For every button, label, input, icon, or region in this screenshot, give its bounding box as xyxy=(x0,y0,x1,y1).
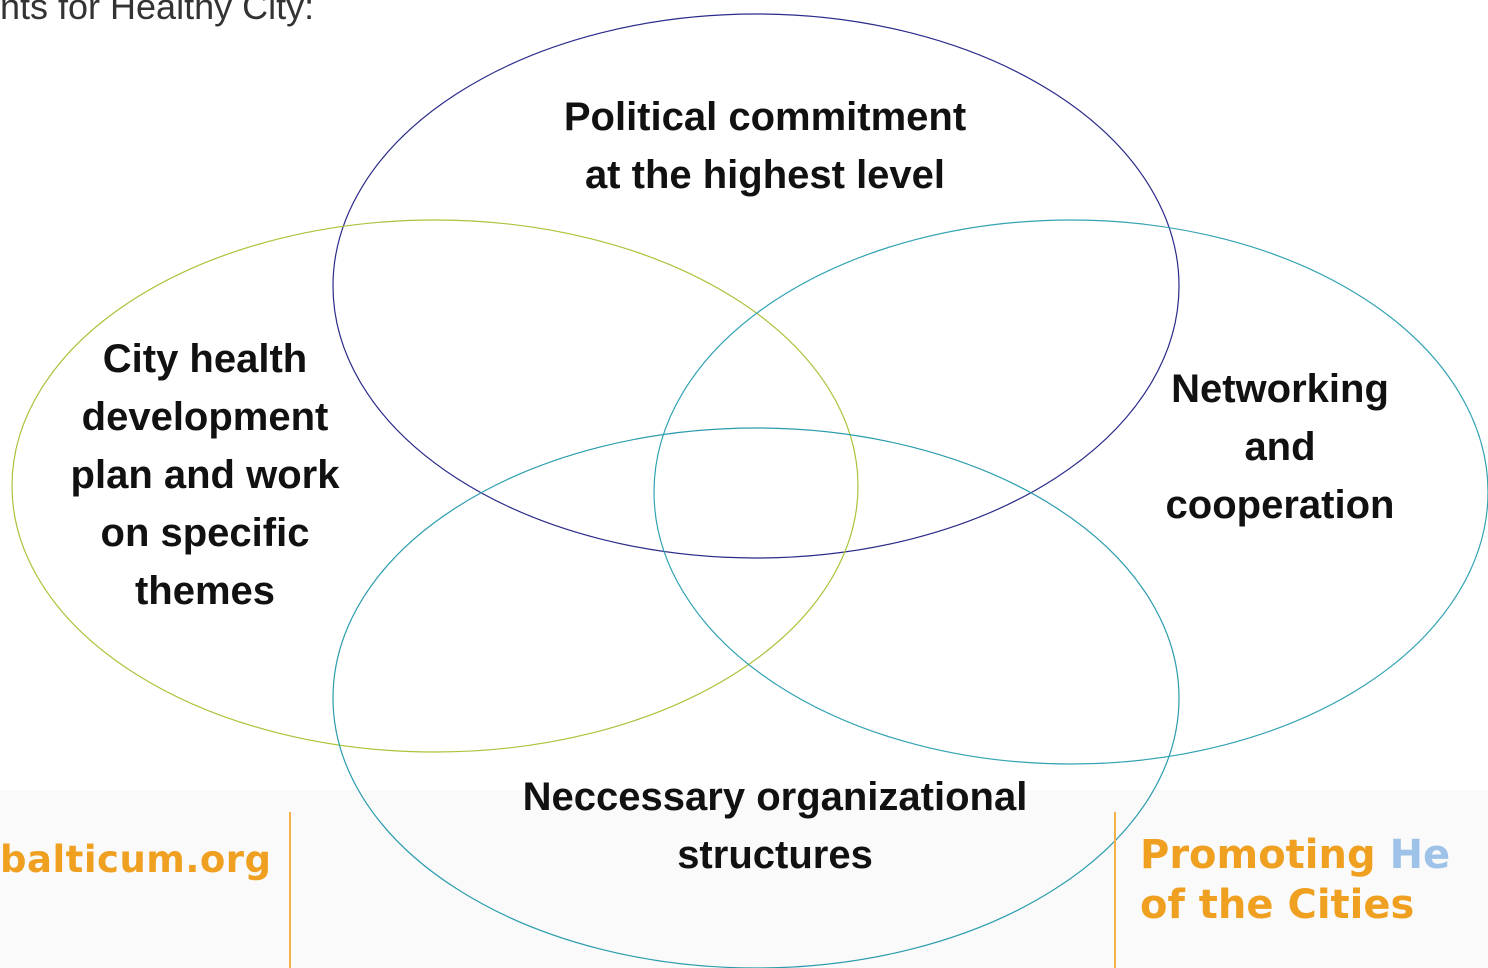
label-political-commitment: Political commitment at the highest leve… xyxy=(563,95,967,197)
ellipse-network xyxy=(653,219,1488,765)
footer-divider-left xyxy=(289,812,291,968)
footer-site-url: balticum.org xyxy=(0,838,272,881)
brand-word-promoting: Promoting xyxy=(1140,832,1390,878)
brand-line-two: of the Cities xyxy=(1140,882,1415,928)
ellipse-org xyxy=(332,427,1180,968)
slide-title: nts for Healthy City: xyxy=(0,0,315,27)
label-networking: Networking and cooperation xyxy=(1165,367,1395,527)
footer-divider-right xyxy=(1114,812,1116,968)
label-organizational-structures: Neccessary organizational structures xyxy=(522,775,1028,877)
ellipse-city xyxy=(11,219,859,753)
label-city-health-plan: City health development plan and work on… xyxy=(70,337,340,613)
ellipse-political xyxy=(332,13,1180,559)
brand-word-highlight: He xyxy=(1389,832,1451,878)
footer-band xyxy=(0,790,1488,968)
footer-brand-text: Promoting He of the Cities xyxy=(1140,830,1450,930)
